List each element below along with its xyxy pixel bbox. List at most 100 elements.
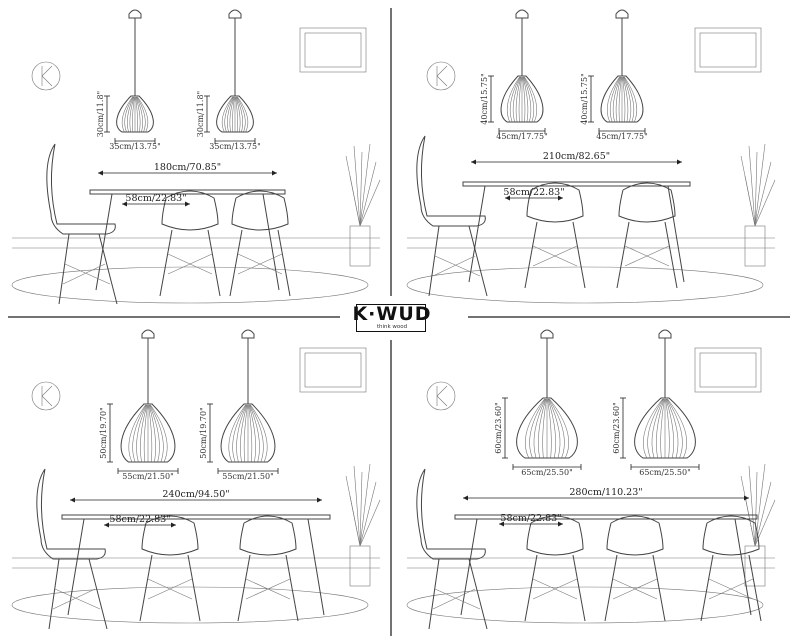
table-leg bbox=[307, 518, 325, 616]
lamp-rib bbox=[235, 96, 241, 132]
lamp-rib bbox=[132, 404, 147, 462]
lamp-rib bbox=[538, 398, 547, 458]
lamp-rib bbox=[232, 404, 247, 462]
chair-shell bbox=[526, 182, 584, 223]
plant-leaf bbox=[359, 143, 371, 227]
chair-width-label: 58cm/22.83" bbox=[500, 513, 561, 524]
side-chair bbox=[416, 468, 488, 630]
chair-width-label: 58cm/22.83" bbox=[125, 193, 186, 204]
lamp-rib bbox=[221, 96, 233, 132]
wall-picture-inner bbox=[699, 352, 757, 388]
lamp-width-label: 45cm/17.75" bbox=[596, 132, 648, 141]
plant-leaf bbox=[754, 463, 766, 547]
dining-table bbox=[89, 189, 286, 291]
lamp-rib bbox=[666, 398, 683, 458]
chair-leg bbox=[428, 225, 440, 297]
pendant-lamp: 50cm/19.70"55cm/21.50" bbox=[199, 329, 279, 481]
pendant-lamp: 30cm/11.8"35cm/13.75" bbox=[96, 9, 161, 151]
chair-brace bbox=[532, 245, 578, 267]
chair-shell bbox=[702, 515, 760, 556]
lamp-width-label: 55cm/21.50" bbox=[122, 472, 174, 481]
ceiling-canopy bbox=[141, 329, 155, 339]
lamp-width-label: 55cm/21.50" bbox=[222, 472, 274, 481]
chair-brace bbox=[52, 588, 96, 610]
lamp-rib bbox=[148, 404, 153, 462]
lamp-rib bbox=[135, 96, 138, 132]
table-leg bbox=[734, 518, 752, 616]
panel-bl: 50cm/19.70"55cm/21.50"50cm/19.70"55cm/21… bbox=[11, 329, 381, 630]
chair-leg bbox=[428, 558, 440, 630]
chair-leg bbox=[88, 558, 108, 630]
lamp-rib bbox=[549, 398, 569, 458]
table-top bbox=[61, 514, 331, 520]
chair-brace bbox=[612, 578, 658, 600]
lamp-rib bbox=[140, 404, 148, 462]
panel-tr: 40cm/15.75"45cm/17.75"40cm/15.75"45cm/17… bbox=[406, 9, 776, 304]
lamp-height-label: 30cm/11.8" bbox=[96, 91, 105, 137]
lamp-rib bbox=[149, 404, 164, 462]
chair-leg bbox=[604, 554, 618, 622]
logo-text: K·WUD bbox=[352, 303, 432, 325]
lamp-rib bbox=[129, 96, 135, 132]
brand-logo: K·WUD think wood bbox=[352, 302, 432, 336]
chair-brace bbox=[434, 255, 481, 277]
lamp-rib bbox=[137, 96, 149, 132]
wall-emblem bbox=[426, 61, 456, 91]
rug bbox=[406, 586, 764, 624]
plant-leaf bbox=[754, 143, 766, 227]
lamp-rib bbox=[606, 76, 620, 122]
table-top bbox=[454, 514, 758, 520]
chair-leg bbox=[572, 554, 586, 622]
lamp-rib bbox=[250, 404, 268, 462]
plant-pot bbox=[744, 545, 766, 587]
chair bbox=[159, 190, 221, 297]
lamp-rib bbox=[548, 398, 565, 458]
lamp-width-label: 65cm/25.50" bbox=[639, 468, 691, 477]
lamp-height-label: 50cm/19.70" bbox=[99, 407, 108, 459]
lamp-rib bbox=[656, 398, 665, 458]
lamp-shade bbox=[216, 95, 254, 133]
ceiling-canopy bbox=[128, 9, 142, 19]
lamp-rib bbox=[665, 398, 674, 458]
emblem-mark bbox=[436, 65, 448, 87]
chair-leg bbox=[700, 554, 714, 622]
lamp-rib bbox=[525, 398, 545, 458]
table-leg bbox=[667, 185, 685, 283]
wall-emblem bbox=[426, 381, 456, 411]
plant-leaf bbox=[349, 175, 361, 227]
plant-leaf bbox=[359, 499, 381, 547]
plant-leaf bbox=[349, 495, 361, 547]
table-leg bbox=[468, 185, 486, 283]
chair bbox=[604, 515, 666, 622]
lamp-rib bbox=[124, 96, 134, 132]
lamp-rib bbox=[143, 404, 148, 462]
lamp-rib bbox=[136, 96, 143, 132]
rug bbox=[11, 586, 369, 624]
lamp-rib bbox=[135, 96, 141, 132]
chair-leg bbox=[572, 221, 586, 289]
lamp-rib bbox=[529, 398, 546, 458]
ceiling-canopy bbox=[658, 329, 672, 339]
table-length-label: 180cm/70.85" bbox=[154, 162, 221, 173]
dining-table bbox=[454, 514, 758, 616]
lamp-rib bbox=[622, 76, 629, 122]
chair-shell bbox=[416, 468, 486, 560]
pendant-lamp: 60cm/23.60"65cm/25.50" bbox=[612, 329, 700, 477]
table-top bbox=[89, 189, 286, 195]
chair-leg bbox=[468, 558, 488, 630]
chair-shell bbox=[231, 190, 289, 231]
potted-plant bbox=[740, 143, 776, 267]
emblem-mark bbox=[41, 385, 53, 407]
chair-width-label: 58cm/22.83" bbox=[503, 187, 564, 198]
lamp-rib bbox=[623, 76, 635, 122]
lamp-rib bbox=[235, 96, 238, 132]
chair-shell bbox=[416, 135, 486, 227]
dining-table bbox=[462, 181, 691, 283]
chair-leg bbox=[285, 554, 299, 622]
lamp-height-label: 60cm/23.60" bbox=[494, 402, 503, 454]
table-leg bbox=[460, 518, 478, 616]
lamp-shade bbox=[600, 75, 644, 123]
lamp-rib bbox=[237, 96, 249, 132]
plant-leaf bbox=[754, 471, 758, 547]
plant-leaf bbox=[754, 179, 776, 227]
